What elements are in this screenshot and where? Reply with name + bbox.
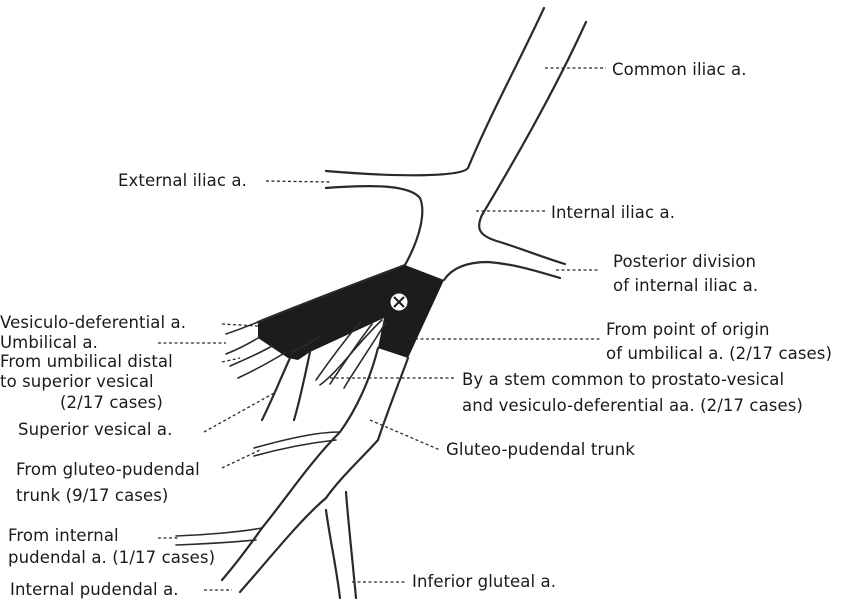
label-superior-vesical: Superior vesical a. bbox=[18, 420, 172, 440]
crossed-circle-marker bbox=[391, 294, 407, 310]
label-from-internal-pudendal-1: From internal bbox=[8, 526, 119, 546]
posterior-division-lower-wall bbox=[444, 262, 560, 280]
inferior-gluteal-left-wall bbox=[326, 510, 340, 598]
label-external-iliac: External iliac a. bbox=[118, 171, 247, 191]
umbilical-branch-3 bbox=[238, 352, 286, 378]
common-iliac-right-wall bbox=[482, 22, 586, 215]
label-point-origin-1: From point of origin bbox=[606, 320, 770, 340]
label-point-origin-2: of umbilical a. (2/17 cases) bbox=[606, 344, 832, 364]
external-iliac-lower-wall bbox=[326, 186, 422, 265]
label-umbilical-distal-2: to superior vesical bbox=[0, 372, 154, 392]
label-umbilical-distal-3: (2/17 cases) bbox=[60, 393, 163, 413]
label-vesiculo-deferential: Vesiculo-deferential a. bbox=[0, 313, 186, 333]
label-umbilical-distal-1: From umbilical distal bbox=[0, 352, 173, 372]
gluteo-pudendal-right-wall bbox=[240, 358, 408, 592]
leader-from-gluteo bbox=[222, 450, 260, 468]
label-common-stem-1: By a stem common to prostato-vesical bbox=[462, 370, 784, 390]
superior-vesical-wall-1 bbox=[262, 358, 290, 420]
superior-vesical-wall-2 bbox=[294, 352, 310, 420]
label-internal-pudendal: Internal pudendal a. bbox=[10, 580, 179, 600]
label-common-iliac: Common iliac a. bbox=[612, 60, 747, 80]
pudendal-branch-wall-1 bbox=[176, 528, 262, 536]
label-from-internal-pudendal-2: pudendal a. (1/17 cases) bbox=[8, 548, 215, 568]
umbilical-branch-1 bbox=[226, 338, 258, 354]
leader-umbilical-distal bbox=[222, 358, 240, 362]
label-gluteo-pudendal-trunk: Gluteo-pudendal trunk bbox=[446, 440, 635, 460]
shaded-origin-region bbox=[258, 265, 444, 360]
label-from-gluteo-pudendal-2: trunk (9/17 cases) bbox=[16, 486, 168, 506]
common-iliac-left-wall bbox=[326, 8, 544, 175]
label-common-stem-2: and vesiculo-deferential aa. (2/17 cases… bbox=[462, 396, 803, 416]
vesiculo-deferential-branch bbox=[226, 322, 258, 334]
leader-external-iliac bbox=[266, 181, 330, 182]
label-inferior-gluteal: Inferior gluteal a. bbox=[412, 572, 556, 592]
label-from-gluteo-pudendal-1: From gluteo-pudendal bbox=[16, 460, 200, 480]
gluteo-branch-wall-2 bbox=[254, 440, 336, 456]
label-umbilical: Umbilical a. bbox=[0, 333, 98, 353]
label-posterior-division-2: of internal iliac a. bbox=[613, 276, 758, 296]
label-posterior-division-1: Posterior division bbox=[613, 252, 756, 272]
label-internal-iliac: Internal iliac a. bbox=[551, 203, 675, 223]
pudendal-branch-wall-2 bbox=[176, 540, 256, 545]
